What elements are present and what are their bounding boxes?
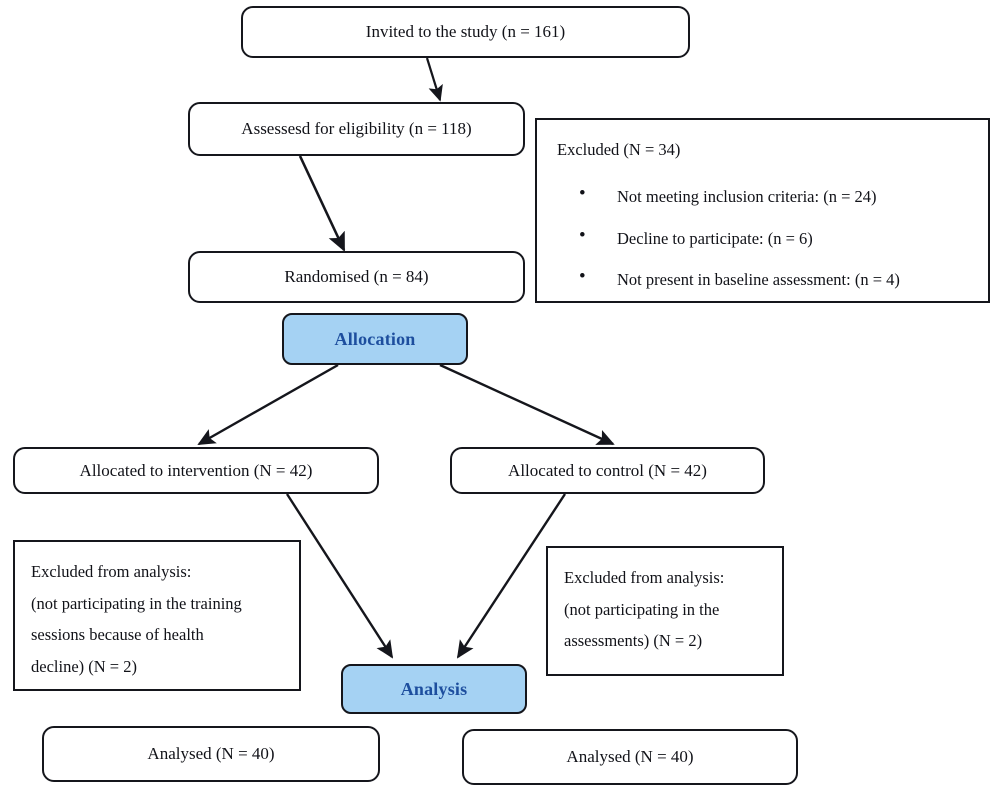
list-item: Not meeting inclusion criteria: (n = 24) xyxy=(579,183,968,210)
list-item: Not present in baseline assessment: (n =… xyxy=(579,266,968,293)
excluded-intervention-line-3: sessions because of health xyxy=(31,625,204,645)
arrow-intervention-to-analysis xyxy=(285,493,394,659)
node-analysed-control-label: Analysed (N = 40) xyxy=(566,747,694,767)
node-assessed-for-eligibility: Assessesd for eligibility (n = 118) xyxy=(188,102,525,156)
arrow-allocation-to-control xyxy=(439,363,615,446)
excluded-reason-list: Not meeting inclusion criteria: (n = 24)… xyxy=(557,183,968,293)
stage-banner-allocation: Allocation xyxy=(282,313,468,365)
node-allocated-to-intervention: Allocated to intervention (N = 42) xyxy=(13,447,379,494)
arrow-assessed-to-randomised xyxy=(298,155,346,252)
excluded-intervention-line-1: Excluded from analysis: xyxy=(31,562,192,581)
node-analysed-intervention: Analysed (N = 40) xyxy=(42,726,380,782)
node-excluded-panel: Excluded (N = 34) Not meeting inclusion … xyxy=(535,118,990,303)
arrow-allocation-to-intervention xyxy=(197,363,339,446)
excluded-intervention-line-2: (not participating in the training xyxy=(31,593,242,613)
excluded-intervention-line-4: decline) (N = 2) xyxy=(31,657,137,677)
node-analysed-intervention-label: Analysed (N = 40) xyxy=(147,744,275,764)
node-excluded-panel-header: Excluded (N = 34) xyxy=(557,140,681,159)
stage-banner-analysis-label: Analysis xyxy=(400,678,468,699)
node-allocated-to-control: Allocated to control (N = 42) xyxy=(450,447,765,494)
excluded-control-line-2: (not participating in the xyxy=(564,599,720,619)
node-randomised-label: Randomised (n = 84) xyxy=(284,267,429,287)
node-analysed-control: Analysed (N = 40) xyxy=(462,729,798,785)
node-invited-to-study: Invited to the study (n = 161) xyxy=(241,6,690,58)
list-item: Decline to participate: (n = 6) xyxy=(579,225,968,252)
node-excluded-from-analysis-intervention: Excluded from analysis: (not participati… xyxy=(13,540,301,691)
node-assessed-for-eligibility-label: Assessesd for eligibility (n = 118) xyxy=(241,119,472,139)
excluded-control-line-3: assessments) (N = 2) xyxy=(564,631,703,651)
node-allocated-to-control-label: Allocated to control (N = 42) xyxy=(508,460,707,480)
node-excluded-from-analysis-control: Excluded from analysis: (not participati… xyxy=(546,546,784,676)
node-invited-to-study-label: Invited to the study (n = 161) xyxy=(365,22,566,42)
arrow-invited-to-assessed xyxy=(425,57,443,102)
stage-banner-allocation-label: Allocation xyxy=(334,328,416,349)
stage-banner-analysis: Analysis xyxy=(341,664,527,714)
excluded-control-line-1: Excluded from analysis: xyxy=(564,568,725,587)
node-randomised: Randomised (n = 84) xyxy=(188,251,525,303)
node-allocated-to-intervention-label: Allocated to intervention (N = 42) xyxy=(79,460,313,480)
